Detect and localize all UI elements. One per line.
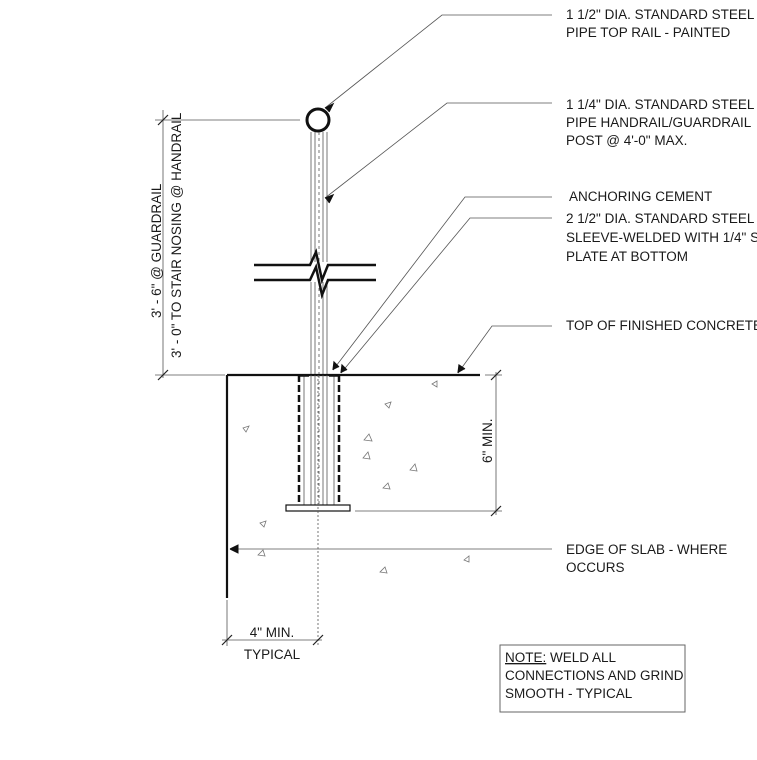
callout-post-line-2: PIPE HANDRAIL/GUARDRAIL — [566, 115, 752, 130]
callout-top-rail: 1 1/2" DIA. STANDARD STEEL PIPE TOP RAIL… — [566, 7, 755, 40]
callout-sleeve-line-2: SLEEVE-WELDED WITH 1/4" STEEL — [566, 230, 757, 245]
callout-sleeve-line-1: 2 1/2" DIA. STANDARD STEEL PIPE — [566, 211, 757, 226]
embed-depth-dimension — [355, 369, 502, 517]
callout-top-of-concrete: TOP OF FINISHED CONCRETE — [566, 318, 757, 333]
note-line-2: CONNECTIONS AND GRIND — [505, 668, 684, 683]
top-rail — [305, 107, 331, 133]
callout-post: 1 1/4" DIA. STANDARD STEEL PIPE HANDRAIL… — [566, 97, 755, 148]
dimension-handrail-height: 3' - 0" TO STAIR NOSING @ HANDRAIL — [169, 112, 184, 358]
dimension-edge-distance-typical: TYPICAL — [244, 647, 301, 662]
note-first-line: NOTE: WELD ALL — [505, 650, 617, 665]
note-label: NOTE: — [505, 650, 546, 665]
concrete-slab — [225, 373, 480, 598]
note-line-3: SMOOTH - TYPICAL — [505, 686, 633, 701]
dimension-guardrail-height: 3' - 6" @ GUARDRAIL — [149, 183, 164, 318]
callout-anchoring-cement: ANCHORING CEMENT — [569, 189, 712, 204]
callout-post-line-1: 1 1/4" DIA. STANDARD STEEL — [566, 97, 755, 112]
leader-lines — [229, 14, 552, 554]
post — [310, 132, 328, 375]
callout-top-rail-line-2: PIPE TOP RAIL - PAINTED — [566, 25, 731, 40]
break-line-symbol — [254, 248, 376, 300]
note-box: NOTE: WELD ALL CONNECTIONS AND GRIND SMO… — [499, 644, 686, 713]
callout-post-line-3: POST @ 4'-0" MAX. — [566, 133, 687, 148]
callout-edge-of-slab-line-2: OCCURS — [566, 560, 625, 575]
callout-sleeve-line-3: PLATE AT BOTTOM — [566, 249, 688, 264]
callout-anchoring-cement-line-1: ANCHORING CEMENT — [569, 189, 712, 204]
callout-top-rail-line-1: 1 1/2" DIA. STANDARD STEEL — [566, 7, 755, 22]
dimension-edge-distance: 4" MIN. — [250, 625, 295, 640]
callout-sleeve: 2 1/2" DIA. STANDARD STEEL PIPE SLEEVE-W… — [566, 211, 757, 264]
callout-edge-of-slab: EDGE OF SLAB - WHERE OCCURS — [566, 542, 727, 575]
height-dimension — [155, 110, 300, 381]
edge-distance-dimension — [221, 375, 324, 646]
dimension-embed-depth: 6" MIN. — [480, 418, 495, 463]
sleeve-assembly — [297, 375, 341, 505]
callout-edge-of-slab-line-1: EDGE OF SLAB - WHERE — [566, 542, 727, 557]
note-line-1: WELD ALL — [546, 650, 616, 665]
callout-top-of-concrete-line-1: TOP OF FINISHED CONCRETE — [566, 318, 757, 333]
